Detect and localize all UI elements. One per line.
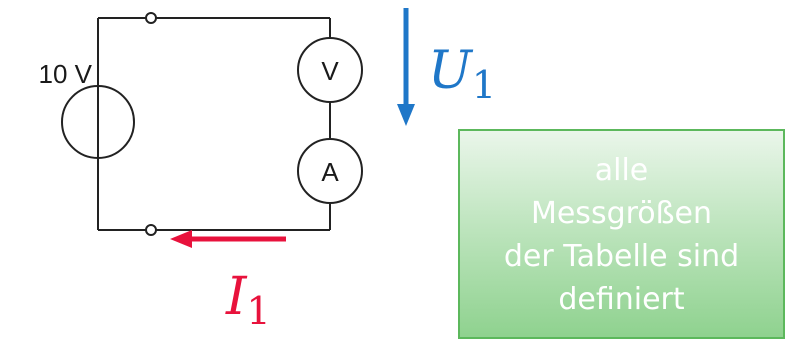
source-voltage-label: 10 V: [39, 59, 93, 89]
ammeter-symbol: [297, 138, 363, 204]
voltage-arrow-head: [397, 104, 415, 126]
current-arrow-head: [170, 230, 192, 248]
current-symbol: I1: [225, 267, 271, 333]
voltmeter-symbol: [297, 37, 363, 103]
info-box-text: alle Messgrößen der Tabelle sind definie…: [503, 153, 740, 317]
terminal-top: [145, 12, 157, 24]
ammeter-label: A: [321, 157, 339, 187]
voltmeter-label: V: [321, 56, 339, 86]
voltage-symbol: U1: [428, 41, 496, 107]
terminal-bottom: [145, 224, 157, 236]
info-box: alle Messgrößen der Tabelle sind definie…: [458, 129, 785, 339]
